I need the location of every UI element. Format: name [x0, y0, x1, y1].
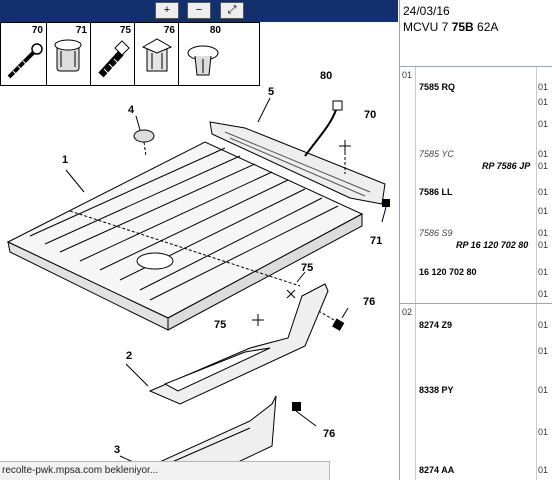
part-76-lower-marker[interactable] — [292, 402, 317, 427]
thumbnail-number: 80 — [209, 25, 221, 36]
zoom-in-icon: + — [163, 4, 171, 16]
part-number: 7586 S9 — [419, 228, 453, 238]
callout-76-lower[interactable]: 76 — [323, 428, 336, 440]
thumbnail-clip-nut[interactable]: 71 — [47, 23, 91, 85]
quantity: 01 — [538, 187, 549, 197]
part-number: 8338 PY — [419, 385, 454, 395]
parts-list-panel: 24/03/16 MCVU 7 75B 62A 01 7585 RQ 01 01… — [399, 0, 552, 480]
quantity: 01 — [538, 97, 549, 107]
callout-2[interactable]: 2 — [126, 350, 133, 362]
quantity: 01 — [538, 320, 549, 330]
callout-3[interactable]: 3 — [114, 444, 121, 456]
quantity: 01 — [538, 267, 549, 277]
callout-80[interactable]: 80 — [320, 70, 333, 82]
zoom-fit-icon: ⤢ — [227, 4, 237, 16]
quantity: 01 — [538, 119, 549, 129]
quantity: 01 — [538, 289, 549, 299]
thumbnail-number: 75 — [119, 25, 131, 36]
callout-70[interactable]: 70 — [364, 109, 377, 121]
clip-nut-icon — [54, 39, 82, 72]
part-2-side-bracket[interactable] — [148, 283, 329, 405]
push-clip-icon — [187, 45, 219, 76]
thumbnail-plastic-nut[interactable]: 76 — [135, 23, 179, 85]
quantity: 01 — [538, 161, 549, 171]
part-75-marker[interactable] — [286, 271, 306, 299]
quantity: 01 — [538, 385, 549, 395]
bolt-icon — [98, 40, 130, 78]
part-number: 8274 Z9 — [419, 320, 453, 330]
thumbnail-screw[interactable]: 70 — [3, 23, 47, 85]
parts-header: 24/03/16 MCVU 7 75B 62A — [400, 0, 552, 67]
thumbnail-number: 76 — [163, 25, 175, 36]
thumbnail-bolt[interactable]: 75 — [91, 23, 135, 85]
header-model-code: MCVU 7 75B 62A — [403, 20, 499, 34]
quantity: 01 — [538, 206, 549, 216]
part-number: 8274 AA — [419, 465, 455, 475]
callout-75-upper[interactable]: 75 — [301, 262, 314, 274]
part-number: 7586 LL — [419, 187, 453, 197]
group-number: 01 — [402, 70, 413, 80]
callout-5[interactable]: 5 — [268, 86, 275, 98]
browser-status-bar: recolte-pwk.mpsa.com bekleniyor... — [0, 461, 330, 480]
callout-4[interactable]: 4 — [128, 104, 135, 116]
callout-71[interactable]: 71 — [370, 235, 383, 247]
screw-icon — [7, 43, 43, 79]
callout-76-upper[interactable]: 76 — [363, 296, 376, 308]
part-number: 7585 YC — [419, 149, 454, 159]
thumbnail-number: 71 — [75, 25, 87, 36]
part-71-marker[interactable] — [381, 199, 390, 223]
part-76-marker[interactable] — [314, 307, 349, 331]
part-number: 7585 RQ — [419, 82, 456, 92]
thumbnail-push-clip[interactable]: 80 — [179, 23, 259, 85]
zoom-out-button[interactable]: − — [187, 2, 211, 19]
zoom-in-button[interactable]: + — [155, 2, 179, 19]
plastic-nut-icon — [141, 38, 173, 72]
part-number: 16 120 702 80 — [419, 267, 477, 277]
thumbnail-number: 70 — [31, 25, 43, 36]
part-70-marker[interactable] — [339, 140, 351, 174]
underbody-exploded-diagram — [6, 97, 390, 480]
part-4-plug[interactable] — [133, 129, 155, 157]
zoom-fit-button[interactable]: ⤢ — [220, 2, 244, 19]
callout-1[interactable]: 1 — [62, 154, 69, 166]
diagram-panel: + − ⤢ 70 71 75 — [0, 0, 398, 480]
part-80-clip[interactable] — [304, 100, 343, 157]
header-date: 24/03/16 — [403, 4, 450, 18]
zoom-toolbar: + − ⤢ — [0, 0, 398, 22]
quantity: 01 — [538, 427, 549, 437]
quantity: 01 — [538, 82, 549, 92]
quantity: 01 — [538, 149, 549, 159]
quantity: 01 — [538, 346, 549, 356]
part-5-rear-rail[interactable] — [209, 121, 386, 205]
zoom-out-icon: − — [195, 4, 203, 16]
quantity: 01 — [538, 465, 549, 475]
replacement-ref: RP 7586 JP — [482, 161, 531, 171]
part-1-floor-panel[interactable] — [6, 141, 364, 331]
callout-75-lower[interactable]: 75 — [214, 319, 227, 331]
group-number: 02 — [402, 307, 413, 317]
quantity: 01 — [538, 240, 549, 250]
replacement-ref: RP 16 120 702 80 — [456, 240, 529, 250]
fastener-thumbnails: 70 71 75 — [0, 22, 260, 86]
quantity: 01 — [538, 228, 549, 238]
